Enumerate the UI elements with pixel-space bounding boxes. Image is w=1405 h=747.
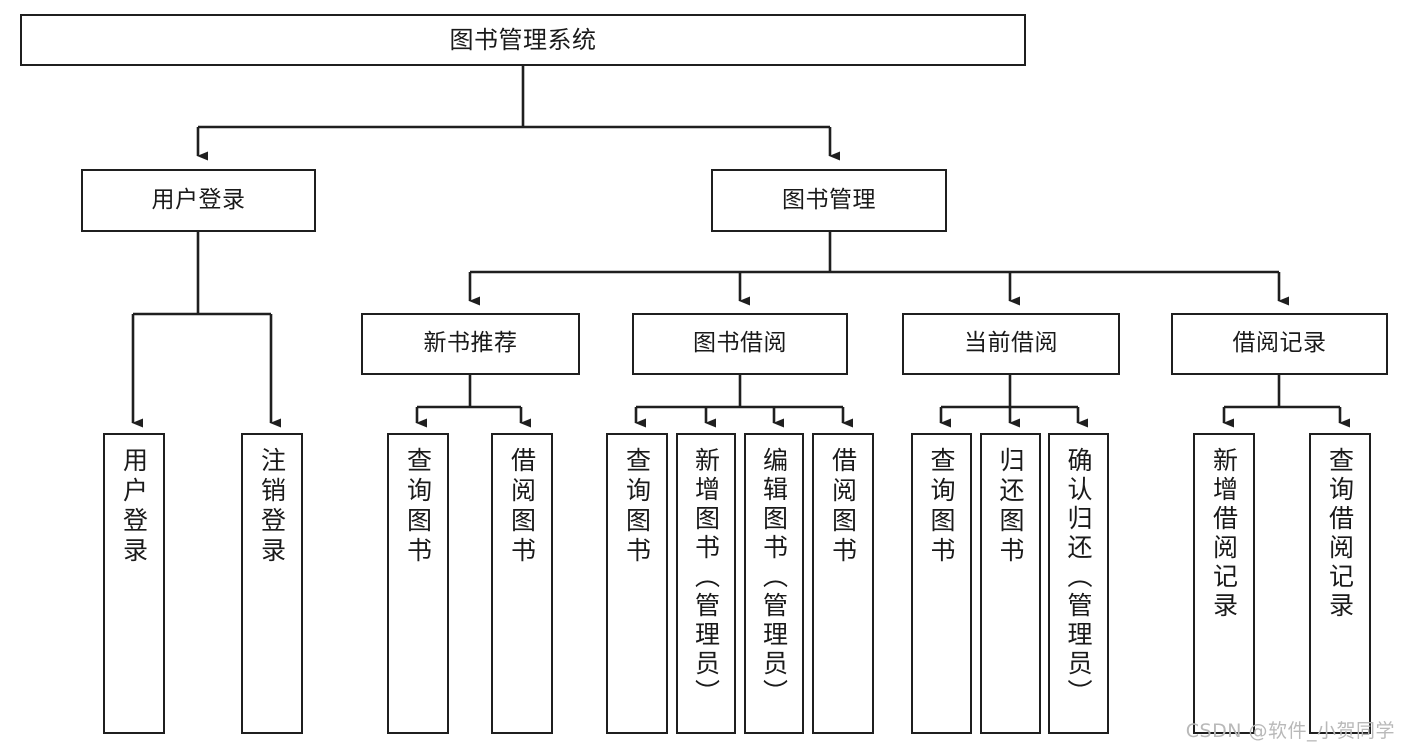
node-user-login[interactable]: 用户登录: [81, 169, 316, 232]
leaf-node-add-borrowing-record[interactable]: 新增借阅记录: [1193, 433, 1255, 734]
leaf-node-query-book-current[interactable]: 查询图书: [911, 433, 972, 734]
node-label: 归还图书: [996, 447, 1025, 567]
leaf-node-query-book-recommendation[interactable]: 查询图书: [387, 433, 449, 734]
leaf-node-query-borrowing-record[interactable]: 查询借阅记录: [1309, 433, 1371, 734]
leaf-node-confirm-return-admin[interactable]: 确认归还（管理员）: [1048, 433, 1109, 734]
node-label: 用户登录: [151, 186, 246, 213]
leaf-node-query-book-borrowing[interactable]: 查询图书: [606, 433, 668, 734]
node-book-borrowing[interactable]: 图书借阅: [632, 313, 848, 375]
leaf-node-add-book-admin[interactable]: 新增图书（管理员）: [676, 433, 736, 734]
node-label: 借阅图书: [828, 447, 858, 567]
node-label: 注销登录: [257, 447, 287, 567]
node-label: 编辑图书（管理员）: [759, 447, 789, 708]
node-book-management[interactable]: 图书管理: [711, 169, 947, 232]
leaf-node-borrow-book-borrowing[interactable]: 借阅图书: [812, 433, 874, 734]
leaf-node-edit-book-admin[interactable]: 编辑图书（管理员）: [744, 433, 804, 734]
leaf-node-return-book[interactable]: 归还图书: [980, 433, 1041, 734]
node-label: 图书借阅: [693, 330, 787, 357]
leaf-node-user-login[interactable]: 用户登录: [103, 433, 165, 734]
node-label: 查询借阅记录: [1325, 447, 1355, 621]
watermark-text: CSDN @软件_小贺同学: [1185, 720, 1395, 742]
node-label: 新书推荐: [423, 330, 518, 357]
node-label: 当前借阅: [964, 330, 1058, 357]
leaf-node-borrow-book-recommendation[interactable]: 借阅图书: [491, 433, 553, 734]
node-label: 确认归还（管理员）: [1064, 447, 1093, 708]
node-label: 用户登录: [119, 447, 149, 567]
node-label: 查询图书: [927, 447, 956, 567]
node-label: 图书管理: [782, 186, 876, 213]
node-label: 借阅图书: [507, 447, 537, 567]
node-label: 新增借阅记录: [1209, 447, 1239, 621]
node-label: 借阅记录: [1232, 330, 1327, 357]
node-current-borrowing[interactable]: 当前借阅: [902, 313, 1120, 375]
node-borrowing-record[interactable]: 借阅记录: [1171, 313, 1388, 375]
node-new-book-recommendation[interactable]: 新书推荐: [361, 313, 580, 375]
leaf-node-logout[interactable]: 注销登录: [241, 433, 303, 734]
node-label: 查询图书: [403, 447, 433, 567]
node-label: 新增图书（管理员）: [691, 447, 721, 708]
node-book-management-system[interactable]: 图书管理系统: [20, 14, 1026, 66]
node-label: 查询图书: [622, 447, 652, 567]
node-label: 图书管理系统: [449, 25, 597, 54]
